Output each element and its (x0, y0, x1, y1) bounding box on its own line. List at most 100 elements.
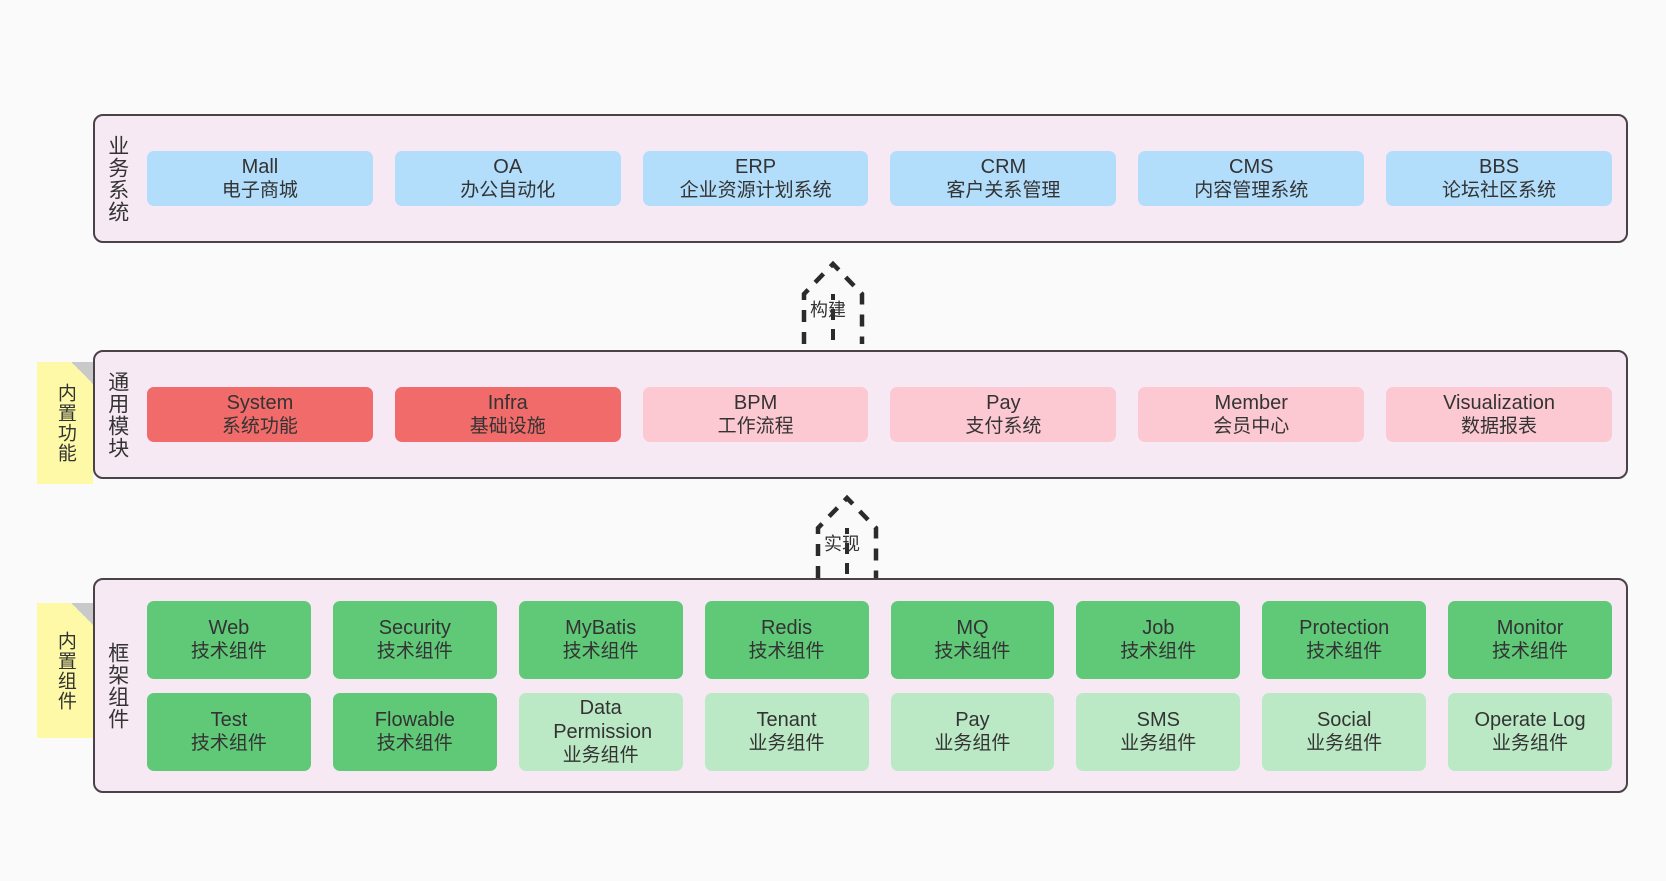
note-builtin-components-label: 内置组件 (54, 630, 76, 711)
box-operate-log-title: Operate Log (1474, 708, 1586, 731)
box-protection[interactable]: Protection 技术组件 (1262, 600, 1427, 679)
box-bpm[interactable]: BPM 工作流程 (642, 386, 869, 443)
box-mq-title: MQ (956, 616, 989, 639)
box-mybatis[interactable]: MyBatis 技术组件 (518, 600, 683, 679)
box-sms-subtitle: 业务组件 (1120, 733, 1197, 755)
box-cms-title: CMS (1229, 155, 1274, 178)
box-redis-subtitle: 技术组件 (748, 641, 825, 663)
box-system-title: System (226, 391, 294, 414)
box-mall-subtitle: 电子商城 (221, 180, 298, 202)
box-pay-component-subtitle: 业务组件 (934, 733, 1011, 755)
box-bbs-title: BBS (1479, 155, 1520, 178)
layer-framework-components: 框架组件 Web 技术组件 Security 技术组件 MyBatis 技术组件… (93, 578, 1628, 793)
box-cms-subtitle: 内容管理系统 (1194, 180, 1309, 202)
box-infra-title: Infra (487, 391, 528, 414)
box-redis[interactable]: Redis 技术组件 (704, 600, 869, 679)
box-social-title: Social (1316, 708, 1372, 731)
connector-build-label: 构建 (810, 300, 846, 320)
box-job[interactable]: Job 技术组件 (1076, 600, 1241, 679)
box-crm-subtitle: 客户关系管理 (946, 180, 1061, 202)
box-test-title: Test (210, 708, 248, 731)
box-visualization-title: Visualization (1443, 391, 1556, 414)
box-oa-subtitle: 办公自动化 (460, 180, 556, 202)
box-pay-component[interactable]: Pay 业务组件 (890, 692, 1055, 771)
box-system-subtitle: 系统功能 (221, 416, 298, 438)
box-data-permission-subtitle: 业务组件 (562, 745, 639, 767)
layer-body-common-modules: System 系统功能 Infra 基础设施 BPM 工作流程 Pay 支付系统… (139, 352, 1626, 477)
box-bpm-title: BPM (733, 391, 778, 414)
box-web-subtitle: 技术组件 (190, 641, 267, 663)
note-fold-icon (71, 362, 93, 384)
note-builtin-features: 内置功能 (37, 362, 93, 484)
box-bpm-subtitle: 工作流程 (717, 416, 794, 438)
box-oa-title: OA (493, 155, 523, 178)
box-pay-component-title: Pay (955, 708, 990, 731)
box-sms-title: SMS (1136, 708, 1180, 731)
box-sms[interactable]: SMS 业务组件 (1076, 692, 1241, 771)
box-security[interactable]: Security 技术组件 (332, 600, 497, 679)
box-mq-subtitle: 技术组件 (934, 641, 1011, 663)
row-business-systems: Mall 电子商城 OA 办公自动化 ERP 企业资源计划系统 CRM 客户关系… (147, 150, 1612, 207)
layer-common-modules: 通用模块 System 系统功能 Infra 基础设施 BPM 工作流程 Pay… (93, 350, 1628, 479)
box-mybatis-title: MyBatis (565, 616, 637, 639)
layer-title-common-modules: 通用模块 (105, 370, 129, 459)
box-social-subtitle: 业务组件 (1306, 733, 1383, 755)
box-test[interactable]: Test 技术组件 (147, 692, 311, 771)
box-pay-module[interactable]: Pay 支付系统 (890, 386, 1117, 443)
note-builtin-features-label: 内置功能 (54, 383, 76, 463)
box-tenant[interactable]: Tenant 业务组件 (704, 692, 869, 771)
box-data-permission[interactable]: Data Permission 业务组件 (518, 692, 683, 771)
box-monitor-subtitle: 技术组件 (1492, 641, 1569, 663)
box-flowable[interactable]: Flowable 技术组件 (332, 692, 497, 771)
box-bbs[interactable]: BBS 论坛社区系统 (1386, 150, 1612, 207)
box-flowable-title: Flowable (374, 708, 455, 731)
box-system[interactable]: System 系统功能 (147, 386, 373, 443)
box-member-title: Member (1214, 391, 1288, 414)
box-crm[interactable]: CRM 客户关系管理 (890, 150, 1117, 207)
layer-body-business-systems: Mall 电子商城 OA 办公自动化 ERP 企业资源计划系统 CRM 客户关系… (139, 116, 1626, 241)
box-tenant-title: Tenant (756, 708, 817, 731)
box-redis-title: Redis (760, 616, 813, 639)
implement-arrow-icon (815, 494, 879, 578)
box-job-subtitle: 技术组件 (1120, 641, 1197, 663)
layer-business-systems: 业务系统 Mall 电子商城 OA 办公自动化 ERP 企业资源计划系统 CRM… (93, 114, 1628, 243)
box-job-title: Job (1142, 616, 1175, 639)
layer-title-framework-components: 框架组件 (105, 641, 129, 730)
box-monitor-title: Monitor (1496, 616, 1564, 639)
box-infra[interactable]: Infra 基础设施 (394, 386, 621, 443)
box-flowable-subtitle: 技术组件 (376, 733, 453, 755)
box-mall[interactable]: Mall 电子商城 (147, 150, 373, 207)
box-protection-subtitle: 技术组件 (1306, 641, 1383, 663)
note-builtin-components: 内置组件 (37, 603, 93, 738)
box-member[interactable]: Member 会员中心 (1138, 386, 1365, 443)
box-tenant-subtitle: 业务组件 (748, 733, 825, 755)
box-visualization[interactable]: Visualization 数据报表 (1386, 386, 1612, 443)
box-data-permission-title: Data Permission (553, 696, 653, 743)
build-arrow-icon (801, 260, 865, 344)
box-operate-log[interactable]: Operate Log 业务组件 (1448, 692, 1612, 771)
box-mybatis-subtitle: 技术组件 (562, 641, 639, 663)
connector-implement-label: 实现 (824, 534, 860, 554)
box-pay-module-title: Pay (986, 391, 1021, 414)
box-mq[interactable]: MQ 技术组件 (890, 600, 1055, 679)
box-protection-title: Protection (1299, 616, 1390, 639)
box-pay-module-subtitle: 支付系统 (965, 416, 1042, 438)
box-cms[interactable]: CMS 内容管理系统 (1138, 150, 1365, 207)
box-crm-title: CRM (980, 155, 1027, 178)
box-web[interactable]: Web 技术组件 (147, 600, 311, 679)
box-erp-title: ERP (735, 155, 777, 178)
box-erp-subtitle: 企业资源计划系统 (679, 180, 832, 202)
box-bbs-subtitle: 论坛社区系统 (1442, 180, 1557, 202)
layer-title-business-systems: 业务系统 (105, 134, 129, 223)
box-monitor[interactable]: Monitor 技术组件 (1448, 600, 1612, 679)
box-oa[interactable]: OA 办公自动化 (394, 150, 621, 207)
box-erp[interactable]: ERP 企业资源计划系统 (642, 150, 869, 207)
connector-implement: 实现 (772, 492, 922, 578)
row-tech-components: Web 技术组件 Security 技术组件 MyBatis 技术组件 Redi… (147, 600, 1612, 679)
note-fold-icon (71, 603, 93, 625)
row-business-components: Test 技术组件 Flowable 技术组件 Data Permission … (147, 692, 1612, 771)
connector-build: 构建 (758, 258, 908, 344)
box-infra-subtitle: 基础设施 (469, 416, 546, 438)
box-social[interactable]: Social 业务组件 (1262, 692, 1427, 771)
